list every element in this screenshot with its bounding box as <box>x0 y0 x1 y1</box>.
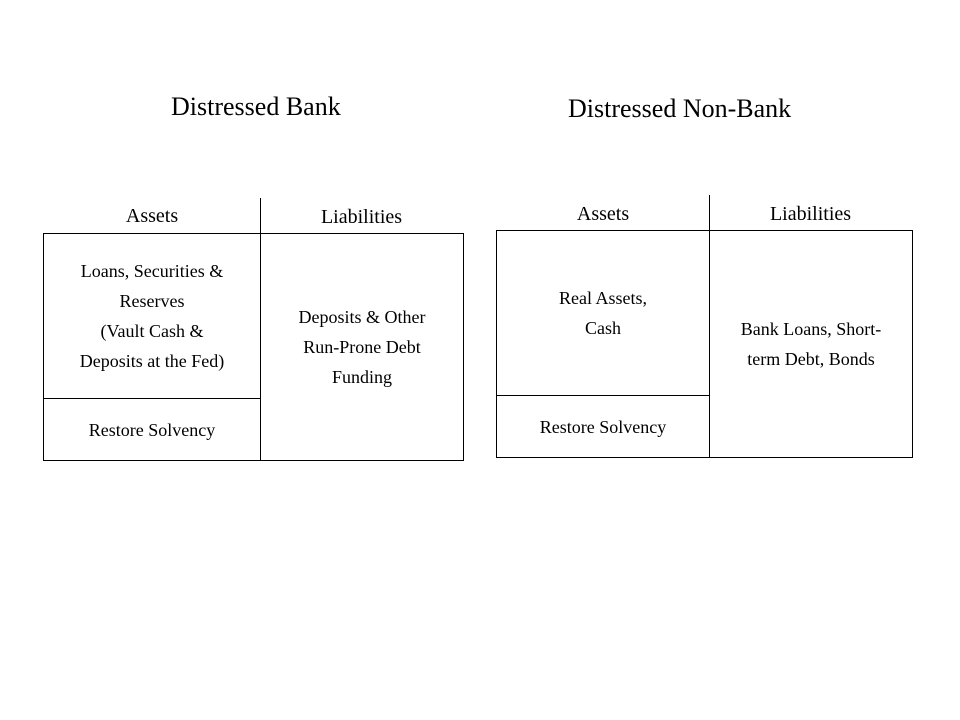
bank-title: Distressed Bank <box>171 92 341 121</box>
nonbank-balance-sheet-table <box>496 230 913 458</box>
nonbank-solvency-text: Restore Solvency <box>539 416 667 437</box>
bank-header-divider <box>260 198 261 234</box>
nonbank-assets-cell: Real Assets, Cash <box>497 231 709 395</box>
nonbank-assets-header: Assets <box>576 203 630 225</box>
nonbank-title: Distressed Non-Bank <box>568 94 792 123</box>
bank-liabilities-cell: Deposits & Other Run-Prone Debt Funding <box>261 234 463 460</box>
nonbank-assets-text: Real Assets, Cash <box>559 288 647 338</box>
bank-liabilities-header: Liabilities <box>320 206 403 228</box>
bank-solvency-text: Restore Solvency <box>88 419 216 440</box>
nonbank-liabilities-text: Bank Loans, Short- term Debt, Bonds <box>740 319 882 369</box>
bank-assets-cell: Loans, Securities & Reserves (Vault Cash… <box>44 234 260 398</box>
bank-assets-header: Assets <box>125 205 179 227</box>
nonbank-liabilities-header: Liabilities <box>769 203 852 225</box>
bank-solvency-cell: Restore Solvency <box>44 399 260 460</box>
nonbank-header-divider <box>709 195 710 231</box>
nonbank-solvency-cell: Restore Solvency <box>497 396 709 457</box>
bank-liabilities-text: Deposits & Other Run-Prone Debt Funding <box>298 307 426 387</box>
bank-column-divider <box>260 233 261 461</box>
nonbank-column-divider <box>709 230 710 458</box>
nonbank-liabilities-cell: Bank Loans, Short- term Debt, Bonds <box>710 231 912 457</box>
bank-assets-row-divider <box>43 398 261 399</box>
bank-balance-sheet-table <box>43 233 464 461</box>
nonbank-assets-row-divider <box>496 395 710 396</box>
bank-assets-text: Loans, Securities & Reserves (Vault Cash… <box>79 261 225 371</box>
